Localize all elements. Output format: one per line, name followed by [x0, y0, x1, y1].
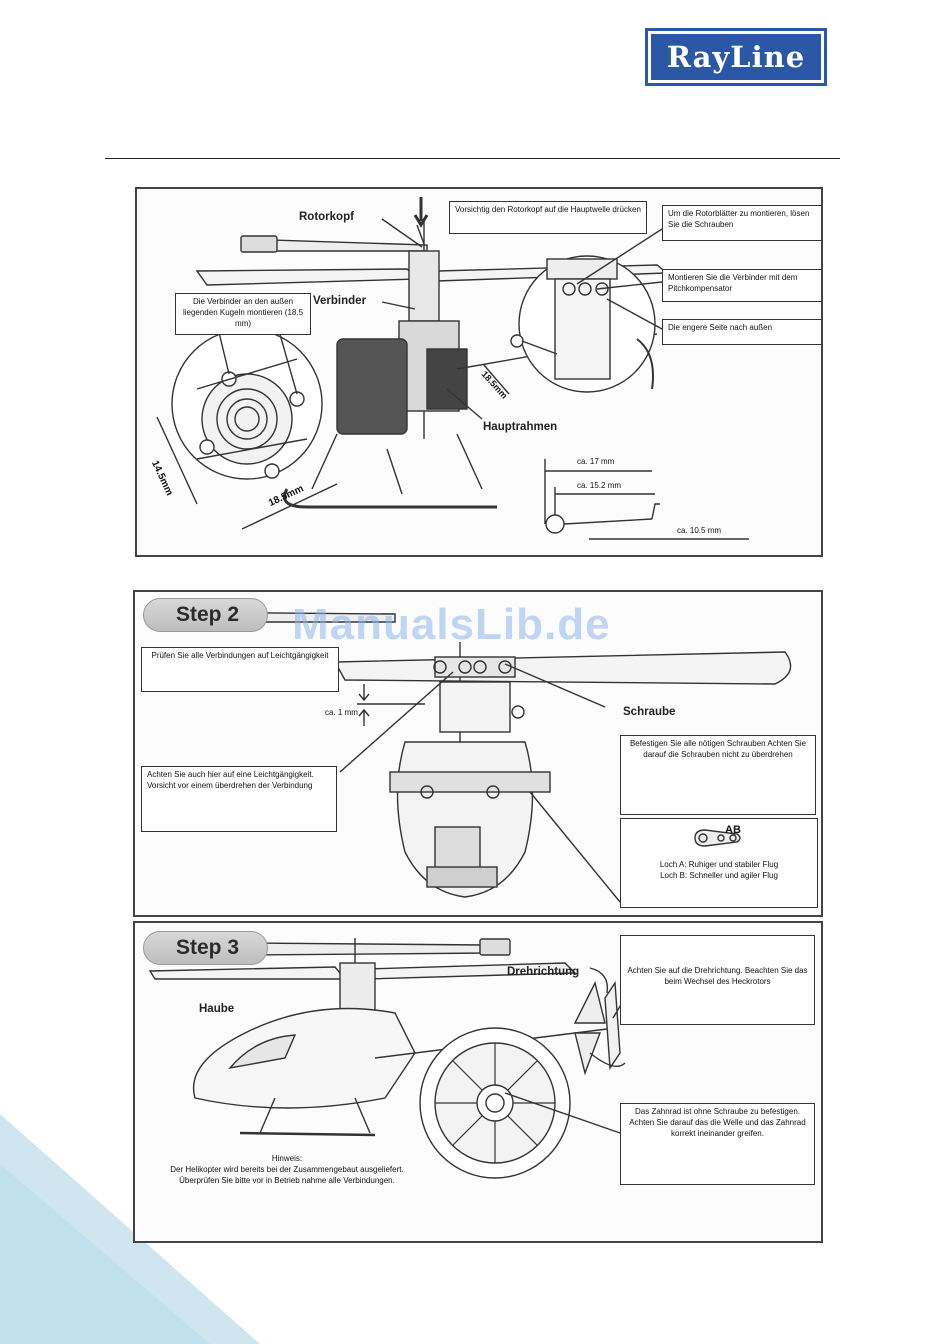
label-ab: AB: [725, 824, 741, 836]
dim-ca-15-2mm: ca. 15.2 mm: [577, 481, 622, 490]
note-rotorkopf: Vorsichtig den Rotorkopf auf die Hauptwe…: [449, 201, 647, 234]
step-2-badge: Step 2: [143, 598, 268, 632]
linkage-arm-icon: [694, 829, 741, 847]
panel-step-2: Step 2 ManualsLib.de Prüfen Sie alle Ver…: [133, 590, 823, 917]
dim-ca-10-5mm: ca. 10.5 mm: [677, 526, 722, 535]
label-verbinder: Verbinder: [313, 295, 367, 307]
step-3-badge: Step 3: [143, 931, 268, 965]
hinweis-title: Hinweis:: [271, 1154, 303, 1163]
note-pitchkompensator: Montieren Sie die Verbinder mit dem Pitc…: [662, 269, 821, 302]
note-befestigen: Befestigen Sie alle nötigen Schrauben Ac…: [620, 735, 816, 815]
note-drehrichtung: Achten Sie auf die Drehrichtung. Beachte…: [620, 935, 815, 1025]
note-loch: AB Loch A: Ruhiger und stabiler Flug Loc…: [620, 818, 818, 908]
note-achten-leichtgaengigkeit: Achten Sie auch hier auf eine Leichtgäng…: [141, 766, 337, 832]
note-rotorblaetter: Um die Rotorblätter zu montieren, lösen …: [662, 205, 821, 241]
label-rotorkopf: Rotorkopf: [299, 211, 354, 223]
label-schraube: Schraube: [623, 706, 676, 718]
logo-text: RayLine: [651, 34, 821, 80]
dim-ca-1mm: ca. 1 mm: [325, 708, 358, 717]
watermark: ManualsLib.de: [292, 600, 611, 649]
note-zahnrad: Das Zahnrad ist ohne Schraube zu befesti…: [620, 1103, 815, 1185]
note-engere-seite: Die engere Seite nach außen: [662, 319, 821, 345]
panel-step-3: Step 3 Haube Drehrichtung Achten Sie auf…: [133, 921, 823, 1243]
label-drehrichtung: Drehrichtung: [507, 966, 580, 978]
panel-step-1: Rotorkopf Verbinder Hauptrahmen Vorsicht…: [135, 187, 823, 557]
rotor-head-illustration: [156, 197, 749, 540]
rayline-logo: RayLine: [645, 28, 827, 86]
header-rule: [105, 158, 840, 159]
note-pruefen: Prüfen Sie alle Verbindungen auf Leichtg…: [141, 647, 339, 692]
hinweis-text: Der Helikopter wird bereits bei der Zusa…: [170, 1165, 404, 1186]
label-hauptrahmen: Hauptrahmen: [483, 421, 558, 433]
note-loch-b: Loch B: Schneller und agiler Flug: [660, 870, 778, 880]
hinweis: Hinweis: Der Helikopter wird bereits bei…: [165, 1153, 409, 1187]
dim-ca-17mm: ca. 17 mm: [577, 457, 615, 466]
note-kugeln: Die Verbinder an den außen liegenden Kug…: [175, 293, 311, 335]
note-loch-a: Loch A: Ruhiger und stabiler Flug: [659, 859, 779, 869]
label-haube: Haube: [199, 1003, 235, 1015]
corner-decoration: [0, 1114, 260, 1344]
